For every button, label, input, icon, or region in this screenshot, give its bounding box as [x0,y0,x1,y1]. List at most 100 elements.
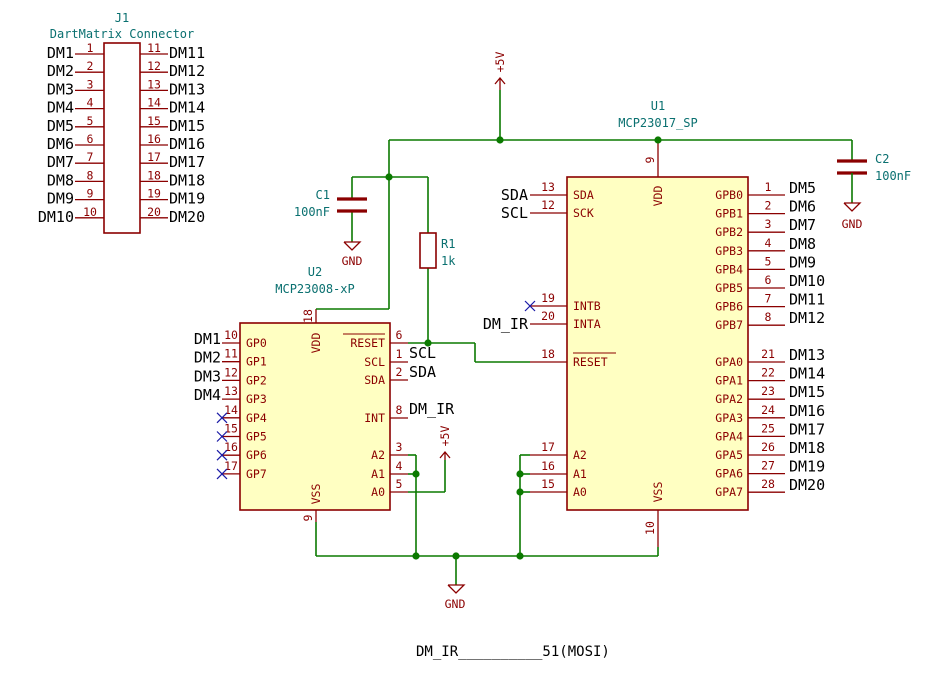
gnd-c2-label: GND [842,217,863,231]
j1-pin-number: 1 [87,41,94,55]
u2-pin-name: GP4 [246,411,267,425]
u1-pin-name: INTB [573,299,601,313]
u1-pin-name: A2 [573,448,587,462]
u1-pin-name: RESET [573,355,608,369]
u2-left-pins: 10GP0DM111GP1DM212GP2DM313GP3DM414GP415G… [194,328,267,481]
r1-value: 1k [441,254,456,268]
note-text: DM_IR__________51(MOSI) [416,644,610,660]
junction [516,552,524,560]
u2-pin-name: GP1 [246,355,267,369]
j1-net-label: DM11 [169,44,205,62]
j1-pin-number: 15 [147,114,161,128]
c2-capacitor[interactable]: C2 100nF [837,152,911,203]
u1-pin-name: GPB6 [715,300,743,314]
c1-value: 100nF [294,205,330,219]
j1-value: DartMatrix Connector [50,27,195,41]
u2-pin-name: GP5 [246,430,267,444]
u1-pin-number: 24 [761,403,775,417]
u1-pin-name: GPA5 [715,448,743,462]
arrow-up-icon [439,450,451,459]
u1-mcp23017[interactable]: U1 MCP23017_SP 9 VDD 10 VSS 13SDASDA12SC… [483,99,825,547]
junction [516,488,524,496]
u1-net-label: SCL [501,204,528,222]
u1-pin-number: 7 [765,292,772,306]
u1-net-label: DM15 [789,383,825,401]
c2-reference: C2 [875,152,889,166]
j1-net-label: DM3 [47,80,74,98]
u1-pin-name: GPB7 [715,318,743,332]
u2-net-label: DM3 [194,367,221,385]
u2-pin-number: 16 [224,440,238,454]
u1-vdd-num: 9 [643,156,657,163]
u1-net-label: SDA [501,186,528,204]
arrow-up-icon [494,76,506,85]
u1-pin-number: 13 [541,180,555,194]
j1-net-label: DM9 [47,190,74,208]
j1-net-label: DM14 [169,99,205,117]
u2-net-label: DM4 [194,386,221,404]
junctions [385,136,662,560]
u2-body [239,322,391,511]
u1-reference: U1 [651,99,665,113]
u2-vdd-name: VDD [309,333,323,354]
u1-pin-number: 25 [761,421,775,435]
j1-pin-number: 6 [87,132,94,146]
u2-vss-num: 9 [301,514,315,521]
j1-net-label: DM8 [47,171,74,189]
j1-net-label: DM20 [169,208,205,226]
j1-connector[interactable]: J1 DartMatrix Connector 1DM12DM23DM34DM4… [38,11,205,234]
j1-net-label: DM18 [169,171,205,189]
u2-pin-name: GP7 [246,467,267,481]
r1-resistor[interactable]: R1 1k [419,232,456,269]
u2-pin-number: 11 [224,347,238,361]
gnd-main-label: GND [445,597,466,611]
u2-pin-number: 17 [224,459,238,473]
u1-pin-number: 8 [765,310,772,324]
junction [412,470,420,478]
u1-pin-name: GPB5 [715,281,743,295]
j1-pin-number: 20 [147,205,161,219]
vcc-symbol-top: +5V [493,52,507,90]
u2-value: MCP23008-xP [275,282,354,296]
u1-net-label: DM13 [789,346,825,364]
j1-body [103,42,141,234]
u1-net-label: DM6 [789,198,816,216]
u1-pin-number: 23 [761,384,775,398]
u1-net-label: DM5 [789,179,816,197]
ground-icon [447,584,466,594]
u1-pin-number: 12 [541,198,555,212]
j1-net-label: DM12 [169,62,205,80]
u1-vss-name: VSS [651,482,665,503]
u2-pin-name: A2 [371,448,385,462]
u1-pin-number: 16 [541,459,555,473]
u2-pin-number: 12 [224,365,238,379]
vcc-u2-label: +5V [438,426,452,447]
u1-net-label: DM19 [789,458,825,476]
gnd-symbol-c2: GND [842,202,863,231]
net-labels: SCL SDA DM_IR [409,344,455,418]
u2-mcp23008[interactable]: U2 MCP23008-xP 18 VDD 9 VSS 10GP0DM111GP… [194,265,408,522]
vcc-symbol-u2: +5V [438,426,452,460]
j1-net-label: DM10 [38,208,74,226]
u1-pin-name: INTA [573,317,601,331]
u1-net-label: DM17 [789,420,825,438]
u1-pin-name: GPA4 [715,429,743,443]
net-label-dm-ir: DM_IR [409,400,455,418]
u1-pin-number: 20 [541,309,555,323]
u2-pin-number: 3 [396,440,403,454]
u1-pin-number: 15 [541,477,555,491]
u1-net-label: DM18 [789,439,825,457]
j1-pin-number: 17 [147,150,161,164]
j1-pin-number: 18 [147,168,161,182]
net-label-scl: SCL [409,344,436,362]
u1-body [566,176,749,511]
c1-capacitor[interactable]: C1 100nF [294,188,367,219]
u1-pin-number: 6 [765,273,772,287]
j1-net-label: DM5 [47,117,74,135]
junction [452,552,460,560]
u2-pin-number: 2 [396,365,403,379]
j1-pin-number: 14 [147,96,161,110]
junction [424,339,432,347]
